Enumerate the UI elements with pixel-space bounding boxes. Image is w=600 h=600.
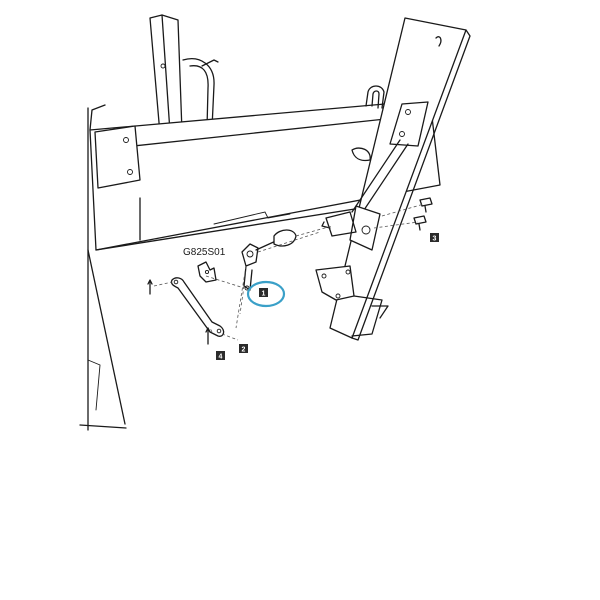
pedal-base bbox=[315, 265, 389, 337]
part-code-label: G825S01 bbox=[183, 247, 226, 258]
callout-2: 2 bbox=[239, 344, 248, 354]
callout-3: 3 bbox=[430, 233, 439, 243]
left-frame-member bbox=[79, 107, 127, 431]
g825s01-bracket bbox=[197, 261, 217, 283]
callout-1: 1 bbox=[259, 288, 268, 298]
pin-parts bbox=[147, 279, 211, 345]
rear-post bbox=[149, 14, 219, 135]
left-mount-plate bbox=[94, 125, 141, 189]
diagonal-brace bbox=[351, 139, 409, 217]
svg-text:2: 2 bbox=[242, 347, 246, 354]
assembly-guide-lines bbox=[153, 203, 425, 341]
svg-text:3: 3 bbox=[433, 236, 437, 243]
linkage-rod bbox=[170, 277, 225, 337]
svg-text:1: 1 bbox=[262, 291, 266, 298]
gear-lever-part bbox=[241, 229, 297, 291]
lever-bracket bbox=[321, 205, 381, 251]
beam-shackle bbox=[365, 85, 385, 109]
bolt-set bbox=[413, 197, 433, 231]
upper-bracket-plate bbox=[389, 101, 429, 147]
svg-text:4: 4 bbox=[219, 354, 223, 361]
callout-4: 4 bbox=[216, 351, 225, 361]
main-frame-beam bbox=[89, 99, 441, 251]
highlight-ring bbox=[246, 280, 286, 308]
